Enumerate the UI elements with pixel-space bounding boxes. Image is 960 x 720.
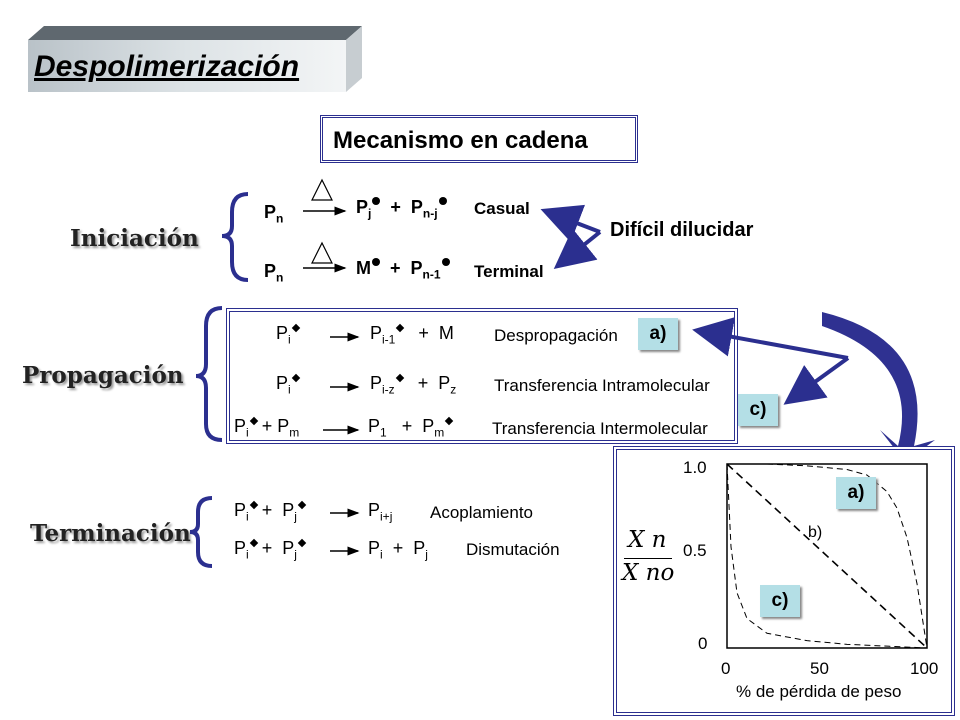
degradation-plot bbox=[726, 463, 928, 649]
label-transferencia-intra: Transferencia Intramolecular bbox=[494, 376, 710, 395]
stage-termination: Terminación bbox=[30, 520, 191, 547]
prop-reactant-3: Pi + Pm bbox=[234, 416, 300, 440]
plot-label-c: c) bbox=[760, 585, 800, 617]
curve-b bbox=[726, 463, 928, 649]
mechanism-box: Mecanismo en cadena bbox=[320, 115, 638, 163]
curved-arrow-icon bbox=[822, 312, 935, 462]
page-title: Despolimerización bbox=[34, 50, 300, 83]
note-arrow-terminal bbox=[553, 228, 602, 269]
terminal-label: Terminal bbox=[474, 262, 544, 281]
arrow-to-badge-a bbox=[692, 317, 849, 360]
brace-termination bbox=[189, 496, 213, 568]
term-product-2: Pi + Pj bbox=[368, 538, 428, 562]
label-acoplamiento: Acoplamiento bbox=[430, 503, 534, 522]
init-product-2: M + Pn-1 bbox=[356, 258, 450, 282]
banner-3d-shape bbox=[28, 26, 362, 92]
term-reactant-2: Pi + Pj bbox=[234, 538, 307, 562]
title-banner: Despolimerización bbox=[28, 26, 362, 92]
y-label-numerator: X n bbox=[628, 527, 667, 553]
label-transferencia-inter: Transferencia Intermolecular bbox=[492, 419, 708, 438]
x-tick-0: 0 bbox=[721, 659, 731, 678]
plot-box bbox=[613, 446, 955, 716]
note-arrow-casual bbox=[540, 204, 601, 243]
y-tick-05: 0.5 bbox=[683, 541, 707, 560]
prop-product-1: Pi-1 + M bbox=[370, 323, 454, 347]
x-axis-label: % de pérdida de peso bbox=[736, 682, 902, 701]
brace-initiation bbox=[221, 192, 249, 282]
y-label-denominator: X no bbox=[622, 560, 675, 586]
plot-label-b: b) bbox=[808, 524, 823, 541]
term-reactant-1: Pi + Pj bbox=[234, 500, 307, 524]
init-reactant-2: Pn bbox=[264, 261, 284, 285]
y-tick-0: 0 bbox=[698, 634, 708, 653]
prop-reactant-1: Pi bbox=[276, 323, 300, 347]
prop-reactant-2: Pi bbox=[276, 373, 300, 397]
heat-triangle-1 bbox=[311, 178, 333, 201]
curve-a bbox=[727, 463, 928, 649]
casual-label: Casual bbox=[474, 199, 530, 218]
plot-label-a: a) bbox=[836, 477, 876, 509]
badge-c: c) bbox=[738, 394, 778, 426]
y-label-fraction-bar bbox=[624, 558, 672, 559]
stage-initiation: Iniciación bbox=[70, 225, 199, 252]
y-tick-1: 1.0 bbox=[683, 458, 707, 477]
arrow-to-badge-c bbox=[783, 356, 850, 405]
heat-triangle-2 bbox=[311, 241, 333, 264]
plot-frame bbox=[726, 463, 928, 649]
curve-c bbox=[726, 463, 928, 649]
brace-propagation bbox=[195, 306, 223, 442]
x-tick-100: 100 bbox=[910, 659, 939, 678]
label-dismutacion: Dismutación bbox=[466, 540, 560, 559]
propagation-box bbox=[226, 308, 738, 444]
x-tick-50: 50 bbox=[810, 659, 829, 678]
term-product-1: Pi+j bbox=[368, 500, 393, 524]
note-dificil: Difícil dilucidar bbox=[610, 219, 754, 241]
label-despropagacion: Despropagación bbox=[494, 326, 618, 345]
init-reactant-1: Pn bbox=[264, 202, 284, 226]
prop-product-2: Pi-z + Pz bbox=[370, 373, 457, 397]
init-product-1: Pj + Pn-j bbox=[356, 197, 447, 221]
stage-propagation: Propagación bbox=[22, 362, 184, 389]
prop-product-3: P1 + Pm bbox=[368, 416, 454, 440]
badge-a: a) bbox=[638, 318, 678, 350]
